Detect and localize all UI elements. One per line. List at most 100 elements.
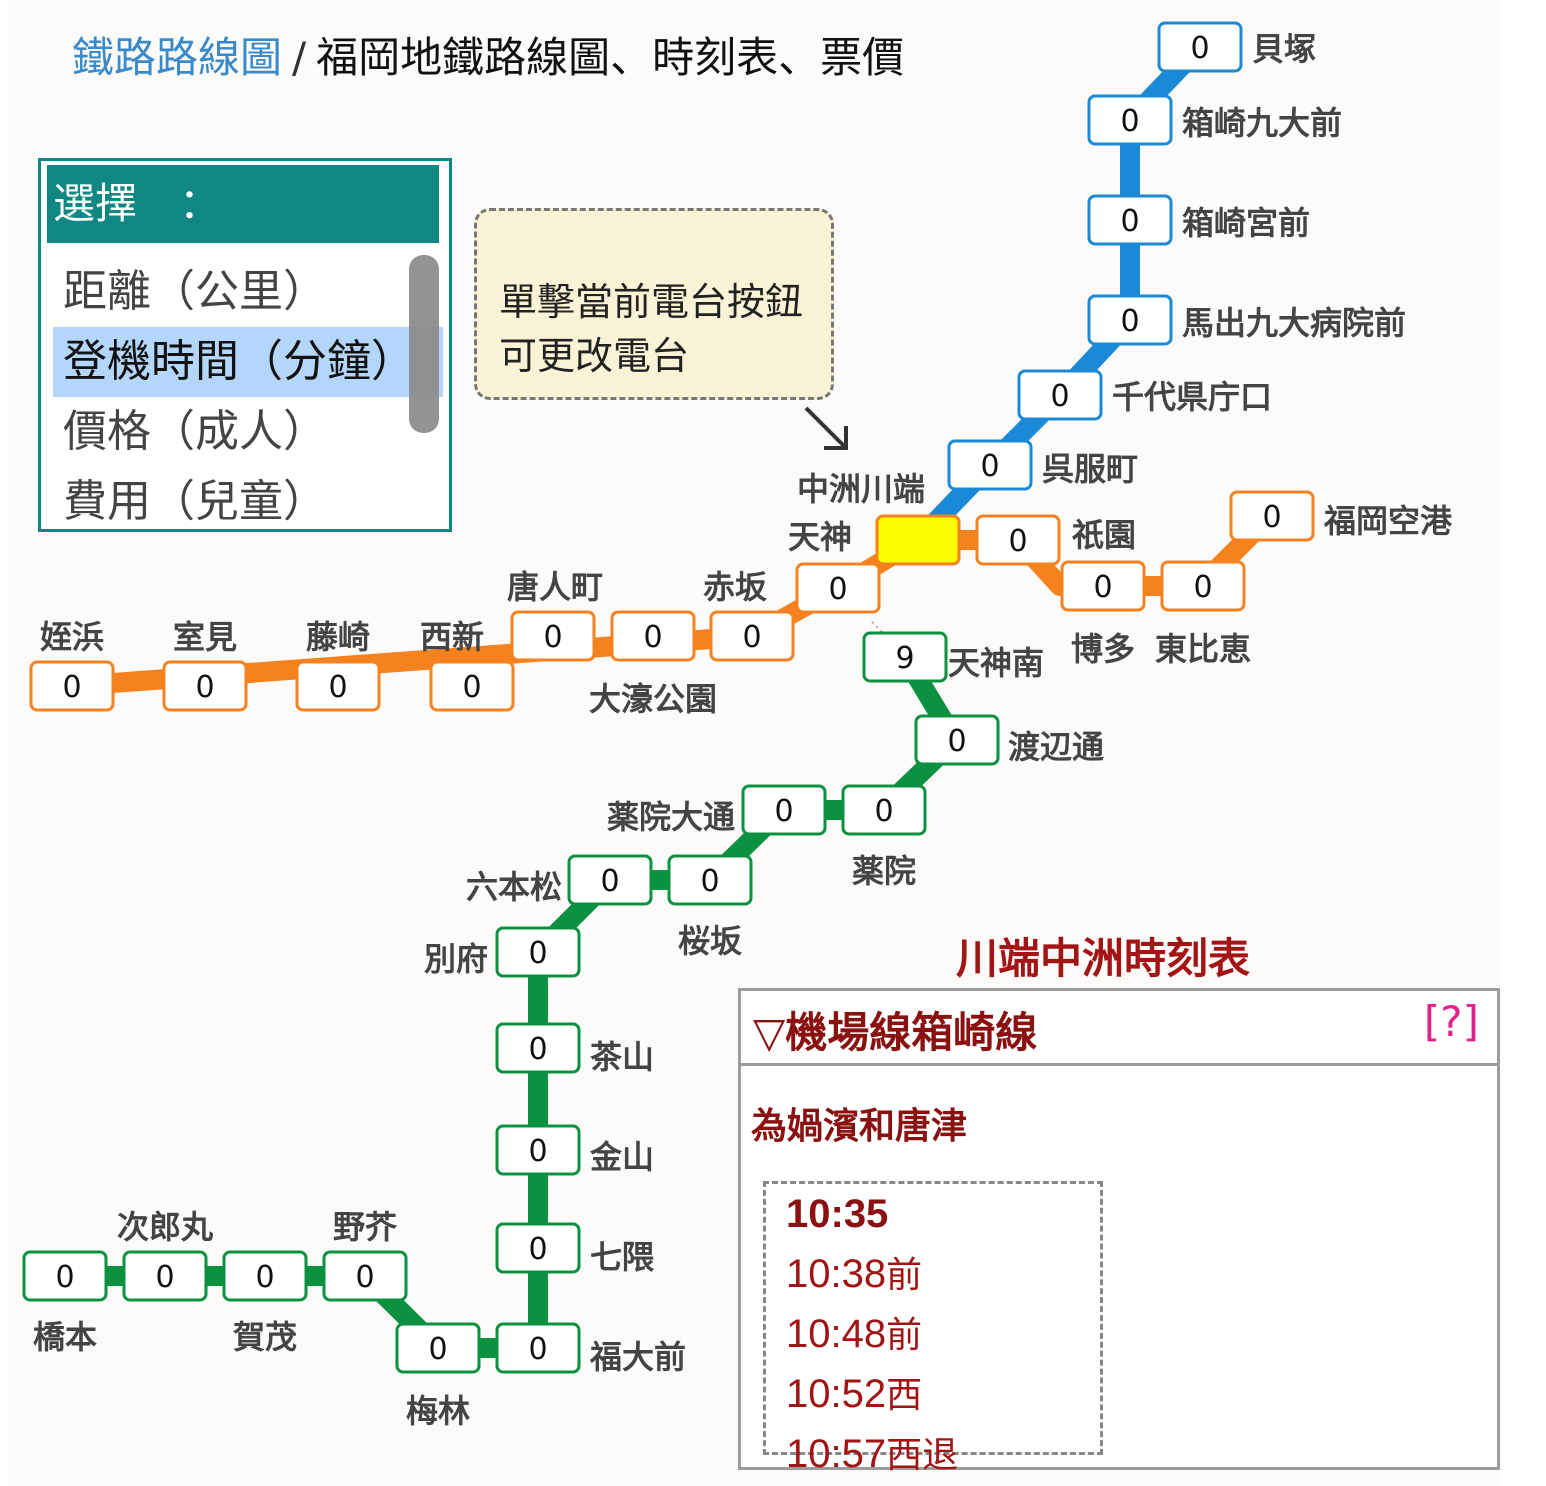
station-button[interactable] — [841, 784, 927, 836]
station-akasaka[interactable]: 0赤坂 — [703, 568, 795, 662]
station-muromi[interactable]: 0室見 — [162, 618, 248, 712]
station-button[interactable] — [495, 1022, 581, 1074]
breadcrumb-link-route-map[interactable]: 鐵路路線圖 — [72, 33, 283, 82]
station-button[interactable] — [510, 610, 596, 662]
station-name-label: 大濠公園 — [589, 680, 717, 718]
station-button[interactable] — [122, 1250, 208, 1302]
station-button[interactable] — [1157, 21, 1243, 73]
timetable-times-list[interactable]: 10:35 10:38前 10:48前 10:52西 10:57西退 — [763, 1181, 1103, 1476]
station-button[interactable] — [741, 784, 827, 836]
station-name-label: 祇園 — [1072, 516, 1136, 554]
station-button[interactable] — [1087, 294, 1173, 346]
station-button[interactable] — [222, 1250, 308, 1302]
station-sakurazaka[interactable]: 0桜坂 — [667, 854, 753, 960]
station-value: 0 — [1008, 524, 1027, 559]
station-umebayashi[interactable]: 0梅林 — [395, 1322, 481, 1430]
departure-time-value: 10:57 — [786, 1432, 887, 1476]
timetable-line-toggle[interactable]: ▽機場線箱崎線 — [753, 1008, 1038, 1057]
station-button[interactable] — [1087, 194, 1173, 246]
station-button[interactable] — [567, 854, 653, 906]
station-kamo[interactable]: 0賀茂 — [222, 1250, 308, 1356]
station-value: 0 — [195, 670, 214, 705]
station-value: 0 — [700, 864, 719, 899]
station-nakasu[interactable]: 中洲川端 — [797, 470, 961, 566]
breadcrumb-separator: / — [292, 33, 307, 82]
departure-time: 10:35 — [766, 1184, 1100, 1244]
station-button[interactable] — [947, 439, 1033, 491]
station-button[interactable] — [395, 1322, 481, 1374]
station-button[interactable] — [495, 926, 581, 978]
station-button[interactable] — [875, 514, 961, 566]
station-button[interactable] — [1017, 369, 1103, 421]
station-name-label: 福岡空港 — [1323, 502, 1453, 540]
station-name-label: 橋本 — [33, 1318, 97, 1356]
station-name-label: 次郎丸 — [117, 1208, 213, 1246]
station-noke[interactable]: 0野芥 — [322, 1208, 408, 1302]
station-button[interactable] — [495, 1222, 581, 1274]
station-button[interactable] — [610, 610, 696, 662]
station-hakata[interactable]: 0博多 — [1060, 560, 1146, 668]
station-meinohama[interactable]: 0姪浜 — [29, 618, 115, 712]
station-value: 0 — [828, 572, 847, 607]
station-name-label: 箱崎宮前 — [1182, 204, 1310, 242]
station-button[interactable] — [862, 631, 948, 683]
station-button[interactable] — [975, 514, 1061, 566]
station-button[interactable] — [1160, 560, 1246, 612]
station-name-label: 六本松 — [466, 868, 562, 906]
hint-tooltip: 單擊當前電台按鈕 可更改電台 — [474, 208, 834, 400]
station-gion[interactable]: 0 祇園 — [975, 514, 1136, 566]
station-value: 0 — [528, 1332, 547, 1367]
station-button[interactable] — [495, 1124, 581, 1176]
option-fare-adult[interactable]: 價格（成人） — [63, 406, 327, 457]
station-button[interactable] — [1229, 490, 1315, 542]
station-button[interactable] — [495, 1322, 581, 1374]
station-button[interactable] — [322, 1250, 408, 1302]
station-button[interactable] — [162, 660, 248, 712]
station-hashimoto[interactable]: 0橋本 — [22, 1250, 108, 1356]
station-tenjin[interactable]: 0天神 — [788, 518, 881, 614]
station-button[interactable] — [709, 610, 795, 662]
departure-destination: 西退 — [886, 1435, 959, 1476]
station-button[interactable] — [429, 660, 515, 712]
option-distance[interactable]: 距離（公里） — [63, 266, 327, 317]
display-mode-listbox[interactable]: 距離（公里） 登機時間（分鐘） 價格（成人） 費用（兒童） — [53, 257, 443, 527]
station-button[interactable] — [1060, 560, 1146, 612]
station-yakuin[interactable]: 0薬院 — [841, 784, 927, 890]
station-button[interactable] — [1087, 94, 1173, 146]
station-button[interactable] — [795, 562, 881, 614]
station-beppu[interactable]: 0別府 — [424, 926, 581, 978]
option-boarding-time[interactable]: 登機時間（分鐘） — [53, 327, 443, 397]
station-button[interactable] — [667, 854, 753, 906]
option-fare-child[interactable]: 費用（兒童） — [63, 476, 327, 527]
station-name-label: 渡辺通 — [1008, 728, 1104, 766]
station-value: 0 — [462, 670, 481, 705]
station-button[interactable] — [22, 1250, 108, 1302]
station-button[interactable] — [295, 660, 381, 712]
station-button[interactable] — [29, 660, 115, 712]
listbox-scrollbar[interactable] — [409, 255, 439, 433]
station-button[interactable] — [914, 714, 1000, 766]
timetable-help-link[interactable]: [?] — [1423, 997, 1479, 1046]
station-nishijin[interactable]: 0西新 — [420, 618, 515, 712]
departure-time: 10:48前 — [766, 1304, 1100, 1364]
station-fujisaki[interactable]: 0藤崎 — [295, 618, 381, 712]
